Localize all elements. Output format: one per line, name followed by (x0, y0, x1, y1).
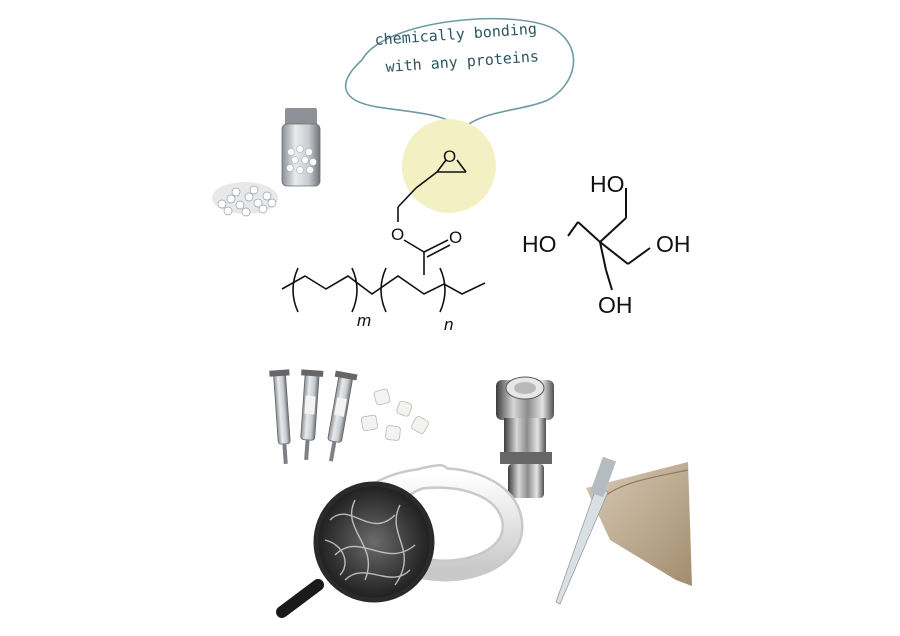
spin-columns-icon (269, 369, 358, 465)
crosslinker-label-bottom: OH (598, 292, 633, 318)
callout: chemically bonding with any proteins (344, 17, 575, 134)
subscript-n: n (444, 315, 453, 334)
crosslinker-label-left: HO (522, 231, 557, 257)
monolith-pellets-icon (360, 388, 429, 441)
column-fitting-icon (496, 376, 554, 498)
epoxide-highlight (402, 119, 496, 213)
crosslinker-label-right: OH (656, 231, 691, 257)
epoxide-oxygen: O (443, 147, 456, 166)
callout-line-1: chemically bonding (374, 20, 537, 49)
crosslinker-label-top: HO (590, 171, 625, 197)
crosslinker-structure (567, 188, 651, 291)
magnifier-sem-icon (276, 481, 435, 618)
subscript-m: m (357, 311, 371, 330)
vial-with-beads-icon (212, 108, 321, 217)
callout-bubble (344, 17, 575, 134)
callout-line-2: with any proteins (385, 47, 539, 76)
carbonyl-oxygen: O (449, 228, 462, 247)
polymer-structure (281, 159, 486, 313)
gloved-hand-pipette-icon (555, 456, 692, 605)
ester-oxygen: O (391, 225, 404, 244)
